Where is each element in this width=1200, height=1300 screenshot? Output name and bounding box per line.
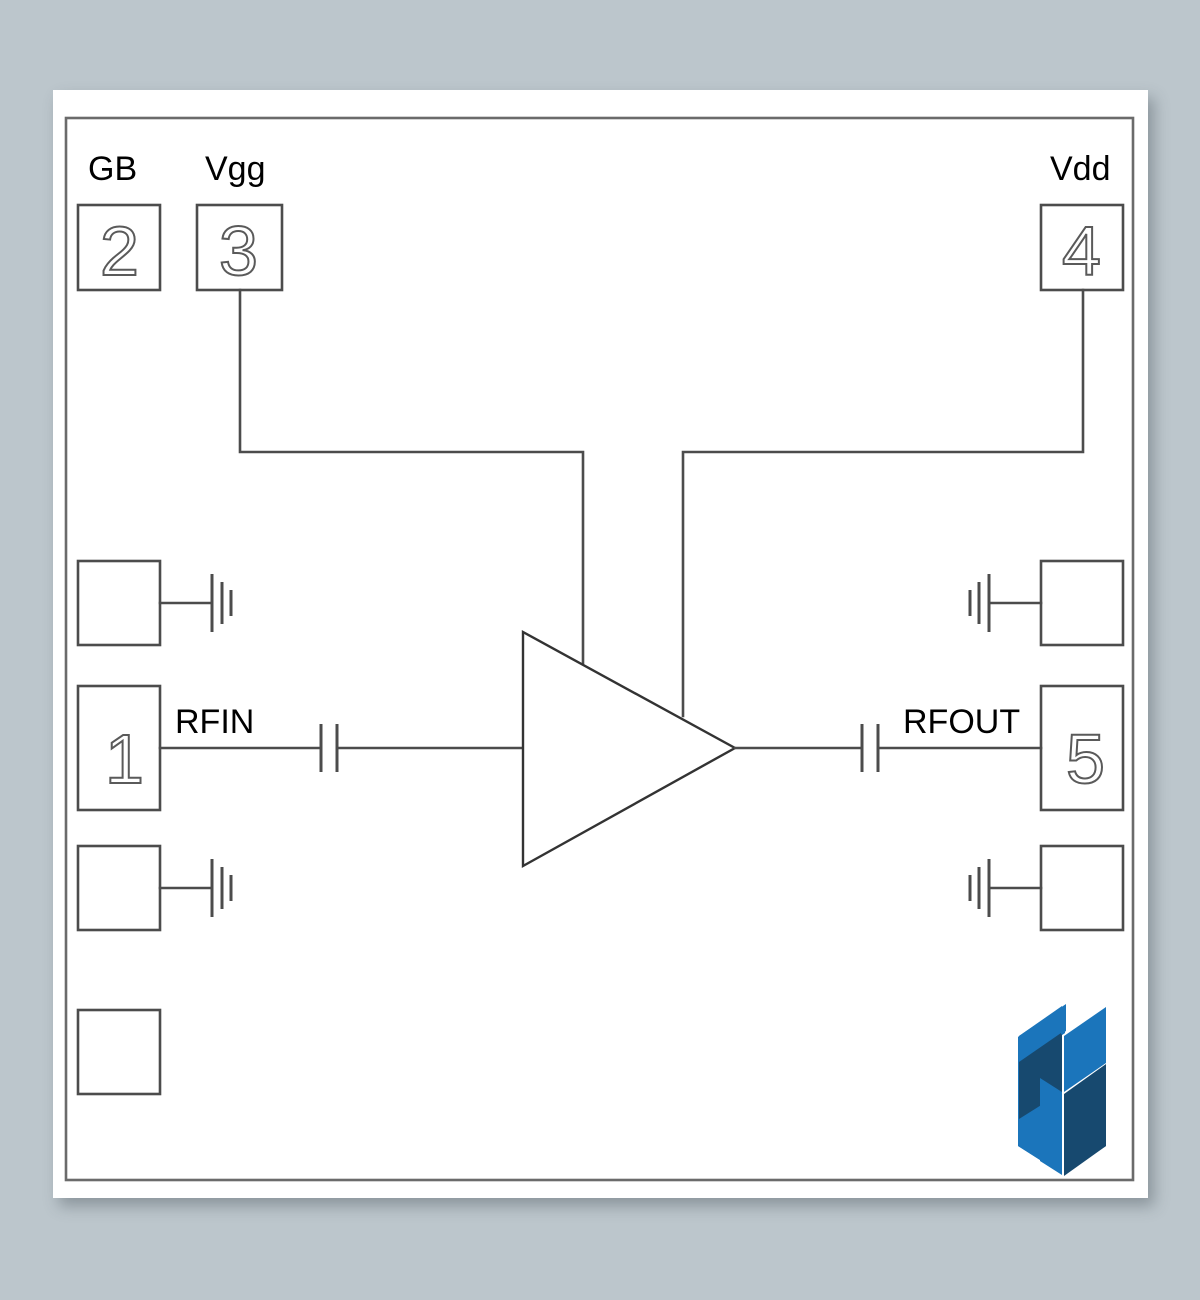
pad-5-number: 5: [1066, 720, 1105, 798]
pad-2-number: 2: [100, 212, 139, 290]
ground-icon-left-lower: [210, 859, 233, 917]
pad-ground-left-upper-box[interactable]: [76, 559, 162, 647]
pad-4-box[interactable]: [1039, 203, 1125, 292]
label-vdd: Vdd: [1050, 150, 1111, 188]
amplifier-triangle-icon[interactable]: [521, 629, 738, 869]
pad-3-number: 3: [219, 212, 258, 290]
pad-2-box[interactable]: [76, 203, 162, 292]
label-gb: GB: [88, 150, 137, 188]
label-rfin: RFIN: [175, 703, 254, 741]
ground-icon-left-upper: [210, 574, 233, 632]
wire-vdd: [681, 288, 1085, 718]
pad-1-number: 1: [105, 720, 144, 798]
pad-ground-right-upper-box[interactable]: [1039, 559, 1125, 647]
pad-unconnected-left-box[interactable]: [76, 1008, 162, 1096]
pad-ground-left-lower-box[interactable]: [76, 844, 162, 932]
label-vgg: Vgg: [205, 150, 266, 188]
capacitor-output-icon: [860, 724, 880, 772]
ground-icon-right-upper: [968, 574, 991, 632]
pad-4-number: 4: [1062, 212, 1101, 290]
pad-5-box[interactable]: [1039, 684, 1125, 812]
capacitor-input-icon: [319, 724, 339, 772]
pad-ground-right-lower-box[interactable]: [1039, 844, 1125, 932]
label-rfout: RFOUT: [903, 703, 1020, 741]
schematic-frame: [64, 116, 1135, 1182]
ground-icon-right-lower: [968, 859, 991, 917]
company-logo: [1018, 1004, 1106, 1176]
wire-vgg: [238, 288, 585, 665]
